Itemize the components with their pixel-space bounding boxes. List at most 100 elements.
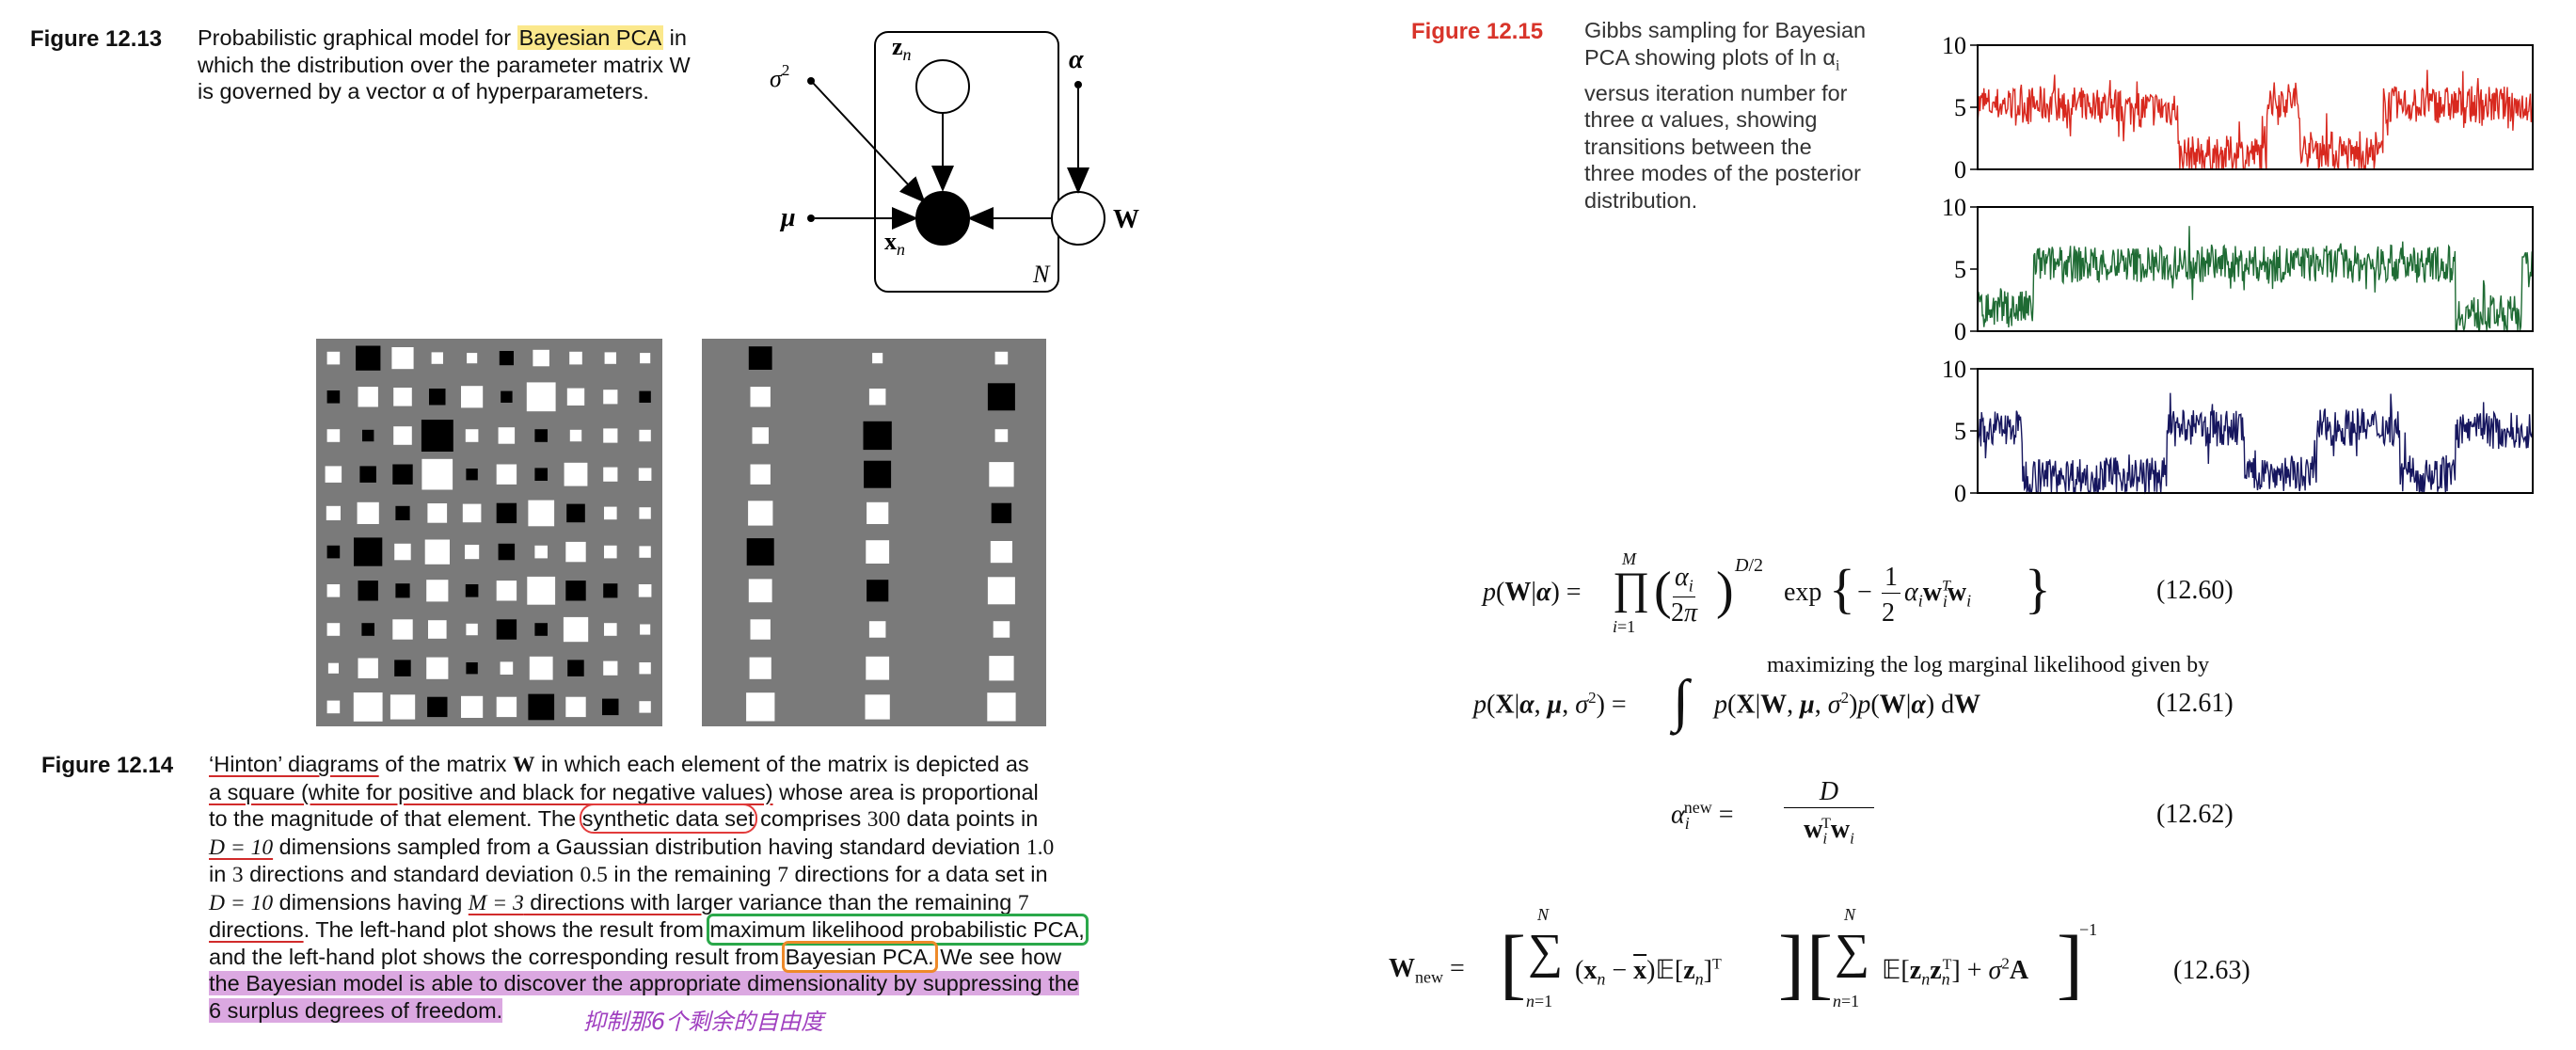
hinton-cell (639, 390, 651, 403)
caption-line-5: in 3 directions and standard deviation 0… (209, 862, 1048, 887)
hinton-cell (748, 346, 772, 370)
caption-line-9: the Bayesian model is able to discover t… (209, 971, 1079, 995)
y-tick-label: 10 (1942, 194, 1966, 221)
hinton-cell (462, 503, 482, 523)
hinton-cell (989, 656, 1014, 681)
label-z: zn (892, 33, 912, 64)
y-tick-label: 10 (1942, 32, 1966, 59)
y-tick-label: 5 (1954, 94, 1966, 121)
hinton-cell (466, 662, 478, 675)
label-sigma: σ2 (770, 61, 789, 92)
hinton-cell (496, 581, 517, 601)
y-tick-label: 0 (1954, 480, 1966, 506)
hinton-cell (526, 382, 556, 412)
hinton-cell (326, 623, 341, 636)
y-tick-label: 5 (1954, 418, 1966, 445)
equation-12-61: p(X|α, μ, σ2) = ∫ p(X|W, μ, σ2)p(W|α) dW (1473, 669, 1981, 733)
hinton-cell (461, 386, 484, 408)
hinton-cell (746, 538, 774, 566)
hinton-cell (639, 507, 651, 519)
hinton-cell (603, 428, 618, 443)
caption-line-3: to the magnitude of that element. The sy… (209, 803, 1039, 834)
hinton-cell (496, 696, 517, 718)
highlight-bayesian-pca: Bayesian PCA (517, 25, 664, 50)
hinton-cell (994, 429, 1009, 442)
caption-line-2: a square (white for positive and black f… (209, 779, 1039, 804)
label-w: W (1113, 205, 1139, 234)
trace-plot-1: 0 5 10 (1942, 32, 2534, 183)
hinton-cell (499, 351, 514, 366)
hinton-cell (602, 698, 619, 716)
hinton-cell (358, 658, 378, 678)
hinton-cell (639, 701, 651, 713)
hinton-cell (750, 387, 771, 407)
hinton-cell (989, 462, 1014, 487)
hinton-cell (528, 500, 555, 527)
hinton-cell (391, 347, 414, 370)
hinton-cell (746, 692, 775, 722)
hinton-cell (604, 623, 617, 636)
equation-number-12-62: (12.62) (2156, 800, 2234, 829)
label-x: xn (884, 228, 905, 259)
hinton-cell (327, 662, 339, 674)
hinton-cell (533, 349, 549, 367)
equation-12-61-preface: maximizing the log marginal likelihood g… (1767, 653, 2210, 677)
figure-12-14-label: Figure 12.14 (41, 753, 174, 778)
hinton-cell (603, 467, 618, 482)
plot-frame (1977, 368, 2534, 494)
plot-frame (1977, 44, 2534, 170)
hinton-cell (640, 624, 651, 635)
figure-12-15-label: Figure 12.15 (1411, 19, 1544, 44)
hinton-cell (563, 616, 589, 643)
hinton-cell (392, 464, 413, 485)
hinton-cell (394, 660, 411, 676)
hinton-cell (326, 584, 341, 597)
hinton-cell (395, 583, 410, 598)
handwritten-note-cn: 抑制那6个剩余的自由度 (583, 1009, 824, 1035)
hinton-cell (528, 693, 555, 721)
hinton-cell (604, 545, 617, 559)
hinton-cell (987, 383, 1015, 411)
y-tick-label: 10 (1942, 356, 1966, 383)
hinton-cell (867, 501, 889, 524)
hinton-cell (529, 656, 553, 680)
hinton-cell (566, 388, 585, 406)
hinton-cell (393, 388, 412, 406)
hinton-cell (326, 390, 341, 404)
trace-plot-3: 0 5 10 (1942, 356, 2534, 506)
hinton-cell (752, 427, 769, 444)
equation-12-63: Wnew = [ N ∑ n=1 (xn − x)𝔼[zn]T ] [ N ∑ … (1389, 905, 2098, 1010)
hinton-cell (466, 469, 478, 481)
hinton-cell (461, 695, 484, 718)
hinton-cell (603, 583, 618, 598)
caption-line-10: 6 surplus degrees of freedom. (209, 997, 503, 1023)
y-tick-label: 0 (1954, 318, 1966, 345)
hinton-cell (639, 429, 651, 442)
hinton-cell (501, 390, 513, 403)
equation-number-12-63: (12.63) (2173, 956, 2250, 985)
hinton-cell (358, 387, 378, 407)
hinton-cell (863, 421, 892, 451)
hinton-cell (496, 619, 517, 640)
hinton-cell (326, 429, 341, 442)
hinton-cell (748, 501, 773, 526)
hinton-cell (867, 580, 889, 602)
hinton-cell (326, 700, 341, 714)
trace-line (1977, 226, 2534, 333)
node-mu (807, 215, 815, 222)
edge-sigma-x (812, 82, 926, 203)
hinton-cell (569, 351, 582, 365)
figure-12-13-caption: Probabilistic graphical model for Bayesi… (198, 25, 691, 103)
equation-number-12-61: (12.61) (2156, 689, 2234, 718)
y-tick-label: 0 (1954, 156, 1966, 183)
label-mu: μ (779, 203, 796, 232)
hinton-cell (534, 545, 548, 559)
hinton-cell (500, 661, 514, 675)
hinton-cell (868, 621, 886, 638)
node-w (1051, 191, 1105, 246)
hinton-cell (390, 694, 416, 720)
hinton-cell (325, 466, 342, 483)
node-alpha (1074, 81, 1082, 88)
hinton-cell (864, 460, 892, 488)
trace-line (1977, 70, 2534, 170)
